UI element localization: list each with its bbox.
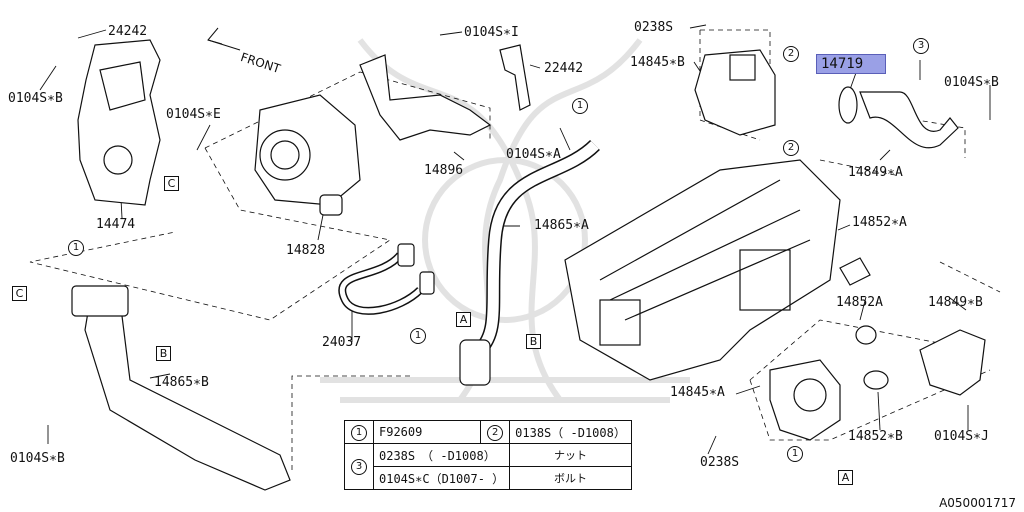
- label-0104S-B-bl: 0104S∗B: [10, 451, 65, 466]
- label-14849-B: 14849∗B: [928, 295, 983, 310]
- dashed-guides: [29, 29, 1001, 470]
- pipe-14865-B: [84, 299, 291, 491]
- legend-num-2: 2: [487, 424, 504, 441]
- gasket-14852-B: [863, 370, 889, 390]
- label-0104S-B-tr: 0104S∗B: [944, 75, 999, 90]
- legend-row-1: 1 F92609 2 0138S（ -D1008）: [344, 420, 632, 444]
- bracket-22442: [499, 44, 531, 111]
- callout-square-B-left: B: [156, 346, 171, 361]
- front-arrow-icon: [207, 27, 241, 51]
- legend-num-3: 3: [351, 459, 367, 475]
- label-14474: 14474: [96, 217, 136, 232]
- pipe-14849-A: [859, 91, 959, 149]
- callout-circle-2-bot: 2: [783, 140, 799, 156]
- diagram-reference-code: A050001717: [939, 496, 1016, 510]
- label-22442: 22442: [544, 61, 584, 76]
- label-14865-B: 14865∗B: [154, 375, 209, 390]
- label-0238S-bot: 0238S: [700, 455, 740, 470]
- gasket-14719: [838, 86, 858, 124]
- legend-row-3: 0104S∗C（D1007- ） ボルト: [345, 466, 632, 490]
- label-0238S-top: 0238S: [634, 20, 674, 35]
- callout-circle-2-top: 2: [783, 46, 799, 62]
- legend-num-1: 1: [351, 424, 367, 441]
- legend-row-2: 3 0238S （ -D1008） ナット: [344, 443, 632, 490]
- callout-circle-1-left: 1: [68, 240, 84, 256]
- legend-value-2: 0138S（ -D1008）: [509, 420, 632, 444]
- callout-square-C-top: C: [164, 176, 179, 191]
- label-14852A: 14852A: [836, 295, 883, 310]
- label-14828: 14828: [286, 243, 326, 258]
- legend-value-3a: 0238S （ -D1008）: [372, 443, 511, 467]
- callout-square-A-mid: A: [456, 312, 471, 327]
- callout-circle-3-top: 3: [913, 38, 929, 54]
- air-pump-14828: [254, 94, 361, 206]
- legend-table: 1 F92609 2 0138S（ -D1008） 3 0238S （ -D10…: [344, 420, 632, 490]
- legend-type-bolt: ボルト: [509, 466, 632, 490]
- callout-circle-1-mid: 1: [410, 328, 426, 344]
- callout-square-C-left: C: [12, 286, 27, 301]
- label-14852-B: 14852∗B: [848, 429, 903, 444]
- engine-block: [564, 159, 841, 381]
- label-14896: 14896: [424, 163, 464, 178]
- label-0104S-A: 0104S∗A: [506, 147, 561, 162]
- callout-square-B-engine: B: [526, 334, 541, 349]
- label-0104S-E: 0104S∗E: [166, 107, 221, 122]
- label-14845-B: 14845∗B: [630, 55, 685, 70]
- callout-square-A-bot: A: [838, 470, 853, 485]
- label-14865-A: 14865∗A: [534, 218, 589, 233]
- part-shapes: [71, 39, 986, 491]
- pipe-14849-B: [919, 329, 986, 396]
- legend-value-1: F92609: [372, 420, 482, 444]
- valve-14845-A: [769, 359, 841, 441]
- callout-circle-1-bot: 1: [787, 446, 803, 462]
- cover-plate-14474: [77, 39, 161, 206]
- label-14852-A-star: 14852∗A: [852, 215, 907, 230]
- label-24242: 24242: [108, 24, 148, 39]
- label-0104S-J: 0104S∗J: [934, 429, 989, 444]
- label-0104S-I: 0104S∗I: [464, 25, 519, 40]
- bracket-14896: [359, 54, 492, 141]
- callout-circle-1-top: 1: [572, 98, 588, 114]
- label-24037: 24037: [322, 335, 362, 350]
- label-14849-A: 14849∗A: [848, 165, 903, 180]
- label-14719-highlighted[interactable]: 14719: [816, 54, 887, 74]
- gasket-14852-A-star: [839, 257, 871, 286]
- legend-type-nut: ナット: [509, 443, 632, 467]
- legend-value-3b: 0104S∗C（D1007- ）: [372, 466, 511, 490]
- label-0104S-B-tl: 0104S∗B: [8, 91, 63, 106]
- label-14845-A: 14845∗A: [670, 385, 725, 400]
- gasket-14852A: [855, 325, 877, 345]
